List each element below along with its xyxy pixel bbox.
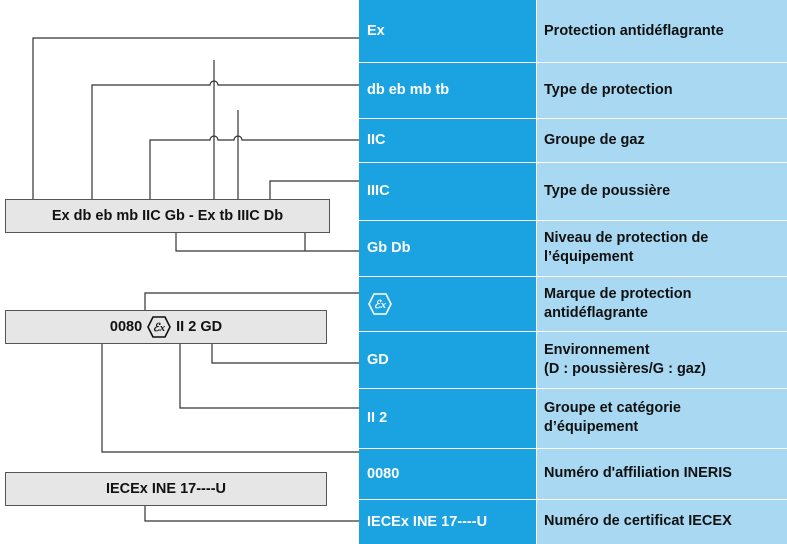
row-divider bbox=[359, 220, 787, 221]
table-term-text: 0080 bbox=[367, 465, 400, 482]
table-term-text: GD bbox=[367, 351, 389, 368]
table-meaning-line: Numéro d'affiliation INERIS bbox=[544, 465, 732, 481]
table-term-text: II 2 bbox=[367, 410, 388, 426]
row-divider bbox=[359, 162, 787, 163]
marking-code-atex-iecex: Ex db eb mb IIC Gb - Ex tb IIIC Db bbox=[5, 199, 330, 233]
row-divider bbox=[359, 448, 787, 449]
table-meaning-line: l’équipement bbox=[544, 249, 634, 265]
table-term-cell: IIIC bbox=[359, 162, 536, 220]
table-term-cell: ℰx bbox=[359, 276, 536, 331]
row-divider bbox=[359, 331, 787, 332]
code1-ex: Ex bbox=[51, 208, 74, 224]
table-meaning-line: Type de poussière bbox=[544, 182, 671, 199]
table-term-text: Gb Db bbox=[367, 240, 411, 256]
svg-text:ℰx: ℰx bbox=[374, 299, 387, 311]
ex-hexagon-icon: ℰx bbox=[147, 316, 172, 338]
table-meaning-line: Protection antidéflagrante bbox=[544, 22, 724, 39]
table-meaning-cell: Type de protection bbox=[536, 62, 787, 118]
connector-environment bbox=[211, 338, 359, 364]
table-term-text: IIC bbox=[367, 132, 386, 148]
table-term-cell: 0080 bbox=[359, 448, 536, 499]
table-meaning-cell: Marque de protection antidéflagrante bbox=[536, 276, 787, 331]
table-meaning-cell: Environnement (D : poussières/G : gaz) bbox=[536, 331, 787, 388]
row-divider bbox=[359, 499, 787, 500]
svg-text:ℰx: ℰx bbox=[153, 322, 166, 334]
row-divider bbox=[359, 62, 787, 63]
table-meaning-cell: Groupe de gaz bbox=[536, 118, 787, 162]
table-meaning-line: antidéflagrante bbox=[544, 304, 648, 321]
table-meaning-cell: Protection antidéflagrante bbox=[536, 0, 787, 62]
table-meaning-line: Marque de protection bbox=[544, 285, 692, 302]
marking-code-iecex-cert: IECEx INE 17----U bbox=[5, 472, 327, 506]
table-meaning-line: Niveau de protection de bbox=[544, 230, 709, 246]
table-term-cell: II 2 bbox=[359, 388, 536, 448]
table-meaning-line: d’équipement bbox=[544, 419, 639, 435]
table-term-text: db eb mb tb bbox=[367, 82, 450, 98]
table-meaning-cell: Niveau de protection de l’équipement bbox=[536, 220, 787, 276]
table-meaning-cell: Numéro de certificat IECEX bbox=[536, 499, 787, 544]
table-meaning-cell: Groupe et catégorie d’équipement bbox=[536, 388, 787, 448]
marking-code-atex: 0080 ℰx II 2 GD bbox=[5, 310, 327, 344]
table-term-cell: Gb Db bbox=[359, 220, 536, 276]
table-term-cell: IECEx INE 17----U bbox=[359, 499, 536, 544]
table-term-text: Ex bbox=[367, 23, 385, 39]
connector-protection-level bbox=[175, 233, 359, 252]
table-meaning-line: Numéro de certificat IECEX bbox=[544, 513, 732, 529]
row-divider bbox=[359, 118, 787, 119]
table-meaning-line: Environnement bbox=[544, 341, 650, 358]
table-meaning-cell: Numéro d'affiliation INERIS bbox=[536, 448, 787, 499]
table-meaning-cell: Type de poussière bbox=[536, 162, 787, 220]
row-divider bbox=[359, 388, 787, 389]
table-term-cell: GD bbox=[359, 331, 536, 388]
code2-number: 0080 bbox=[109, 319, 143, 335]
code1-rest: eb mb IIC Gb - Ex tb IIIC Db bbox=[91, 208, 284, 224]
connector-affiliation bbox=[101, 344, 359, 453]
table-meaning-line: (D : poussières/G : gaz) bbox=[544, 360, 706, 377]
table-meaning-line: Type de protection bbox=[544, 81, 673, 98]
connector-dust-type bbox=[269, 180, 359, 199]
code3-text: IECEx INE 17----U bbox=[105, 481, 227, 497]
connector-type-protection bbox=[91, 80, 359, 206]
ex-hexagon-icon: ℰx bbox=[368, 292, 392, 315]
table-meaning-line: Groupe de gaz bbox=[544, 131, 645, 148]
connector-ex bbox=[32, 37, 359, 199]
code2-env: GD bbox=[200, 319, 223, 335]
connector-gas-group bbox=[149, 135, 359, 199]
connector-category bbox=[179, 341, 359, 409]
row-divider bbox=[359, 276, 787, 277]
table-term-text: IIIC bbox=[367, 183, 390, 199]
code1-db: db bbox=[73, 208, 92, 224]
connector-ex-mark bbox=[144, 292, 359, 310]
table-term-text: IECEx INE 17----U bbox=[367, 513, 488, 530]
table-meaning-line: Groupe et catégorie bbox=[544, 400, 681, 416]
table-term-cell: db eb mb tb bbox=[359, 62, 536, 118]
code2-category: II 2 bbox=[176, 319, 197, 335]
table-term-cell: Ex bbox=[359, 0, 536, 62]
table-term-cell: IIC bbox=[359, 118, 536, 162]
column-divider bbox=[536, 0, 537, 544]
connector-certificate bbox=[144, 506, 359, 522]
